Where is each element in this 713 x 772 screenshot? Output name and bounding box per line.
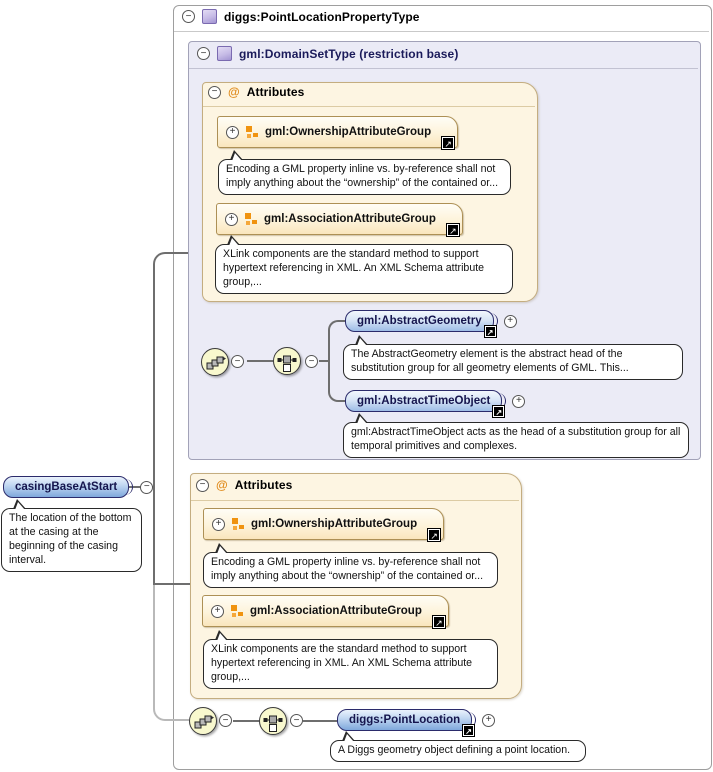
connector-seq-choice-2: [233, 720, 259, 722]
divider: [203, 106, 535, 107]
element-name: gml:AbstractGeometry: [357, 315, 482, 327]
link-arrow-icon[interactable]: ↗: [446, 224, 459, 236]
attributes-header-derived: − @ Attributes: [196, 478, 292, 492]
connector-element-trunk: [123, 486, 153, 488]
annotation-ownership: Encoding a GML property inline vs. by-re…: [218, 150, 511, 195]
attribute-group-icon: [231, 605, 243, 617]
connector-attributes-branch: [153, 583, 190, 585]
divider: [174, 31, 709, 32]
element-row: gml:AbstractTimeObject ↗ +: [345, 390, 526, 417]
sequence-icon: [189, 707, 217, 735]
divider: [191, 500, 519, 501]
element-name: casingBaseAtStart: [15, 481, 118, 493]
collapse-toggle[interactable]: −: [208, 85, 221, 99]
attribute-group-icon: [246, 126, 258, 138]
element-tail: [124, 479, 134, 495]
element-name: gml:AbstractTimeObject: [357, 395, 491, 407]
attributes-icon: @: [216, 478, 228, 492]
annotation-point-location: A Diggs geometry object defining a point…: [330, 731, 586, 762]
collapse-toggle[interactable]: −: [196, 478, 209, 492]
choice-icon: [273, 347, 301, 375]
annotation-association: XLink components are the standard method…: [215, 235, 513, 294]
connector-top-corner: [153, 252, 188, 266]
expand-toggle[interactable]: +: [225, 212, 238, 226]
connector-branch-geometry: [328, 320, 345, 362]
collapse-toggle[interactable]: −: [219, 714, 232, 727]
complex-type-title: diggs:PointLocationPropertyType: [224, 9, 420, 24]
collapse-toggle[interactable]: −: [140, 480, 154, 494]
base-type-header: − gml:DomainSetType (restriction base): [197, 46, 458, 61]
collapse-toggle[interactable]: −: [305, 355, 318, 368]
attribute-group-icon: [245, 213, 257, 225]
element-abstract-geometry[interactable]: gml:AbstractGeometry ↗: [345, 310, 498, 337]
connector-trunk: [153, 264, 155, 584]
attributes-icon: @: [228, 85, 240, 99]
connector-trunk-lower: [153, 585, 155, 709]
attribute-group-name: gml:OwnershipAttributeGroup: [265, 126, 432, 138]
expand-toggle[interactable]: +: [211, 604, 224, 618]
attribute-group-name: gml:OwnershipAttributeGroup: [251, 518, 418, 530]
annotation-ownership: Encoding a GML property inline vs. by-re…: [203, 543, 498, 588]
sequence-icon: [201, 348, 229, 376]
element-casing-base-at-start[interactable]: casingBaseAtStart: [3, 476, 134, 498]
attribute-group-icon: [232, 518, 244, 530]
collapse-toggle[interactable]: −: [182, 10, 195, 23]
element-abstract-time-object[interactable]: gml:AbstractTimeObject ↗: [345, 390, 507, 417]
choice-icon: [259, 707, 287, 735]
attributes-title: Attributes: [234, 478, 293, 492]
attribute-group-name: gml:AssociationAttributeGroup: [264, 213, 436, 225]
attribute-group-ownership[interactable]: + gml:OwnershipAttributeGroup ↗: [203, 508, 445, 541]
complex-type-icon: [202, 9, 217, 24]
collapse-toggle[interactable]: −: [290, 714, 303, 727]
divider: [189, 68, 698, 69]
link-arrow-icon[interactable]: ↗: [484, 326, 496, 337]
connector-branch-time: [328, 360, 345, 402]
expand-toggle[interactable]: +: [212, 517, 225, 531]
complex-type-icon: [217, 46, 232, 61]
link-arrow-icon[interactable]: ↗: [463, 725, 475, 736]
annotation-abstract-geometry: The AbstractGeometry element is the abst…: [343, 335, 683, 380]
element-tail: [497, 393, 507, 409]
element-row: diggs:PointLocation ↗ +: [337, 709, 496, 736]
complex-type-header: − diggs:PointLocationPropertyType: [182, 9, 420, 24]
collapse-toggle[interactable]: −: [197, 47, 210, 60]
base-type-title: gml:DomainSetType (restriction base): [239, 46, 459, 61]
attributes-header-base: − @ Attributes: [208, 85, 304, 99]
element-point-location[interactable]: diggs:PointLocation ↗: [337, 709, 477, 736]
expand-toggle[interactable]: +: [503, 314, 517, 328]
collapse-toggle[interactable]: −: [231, 355, 244, 368]
link-arrow-icon[interactable]: ↗: [493, 406, 505, 417]
expand-toggle[interactable]: +: [512, 394, 526, 408]
attribute-group-name: gml:AssociationAttributeGroup: [250, 605, 422, 617]
element-tail: [489, 313, 498, 329]
annotation-association: XLink components are the standard method…: [203, 630, 498, 689]
expand-toggle[interactable]: +: [482, 713, 496, 727]
expand-toggle[interactable]: +: [226, 125, 239, 139]
annotation-abstract-time-object: gml:AbstractTimeObject acts as the head …: [343, 413, 689, 458]
annotation-casing-base-at-start: The location of the bottom at the casing…: [1, 499, 142, 572]
attributes-title: Attributes: [246, 85, 305, 99]
attribute-group-ownership[interactable]: + gml:OwnershipAttributeGroup ↗: [217, 116, 459, 149]
connector-bottom-corner: [153, 695, 189, 721]
connector-point-location: [303, 720, 337, 722]
link-arrow-icon[interactable]: ↗: [432, 616, 445, 628]
connector-seq-choice-1: [247, 360, 273, 362]
element-row: gml:AbstractGeometry ↗ +: [345, 310, 517, 337]
link-arrow-icon[interactable]: ↗: [442, 137, 455, 149]
link-arrow-icon[interactable]: ↗: [428, 529, 441, 541]
connector-choice-stub: [319, 360, 330, 362]
element-tail: [467, 712, 477, 728]
main-element-row: casingBaseAtStart −: [3, 476, 154, 498]
attribute-group-association[interactable]: + gml:AssociationAttributeGroup ↗: [216, 203, 463, 236]
attribute-group-association[interactable]: + gml:AssociationAttributeGroup ↗: [202, 595, 449, 628]
element-name: diggs:PointLocation: [349, 714, 461, 726]
